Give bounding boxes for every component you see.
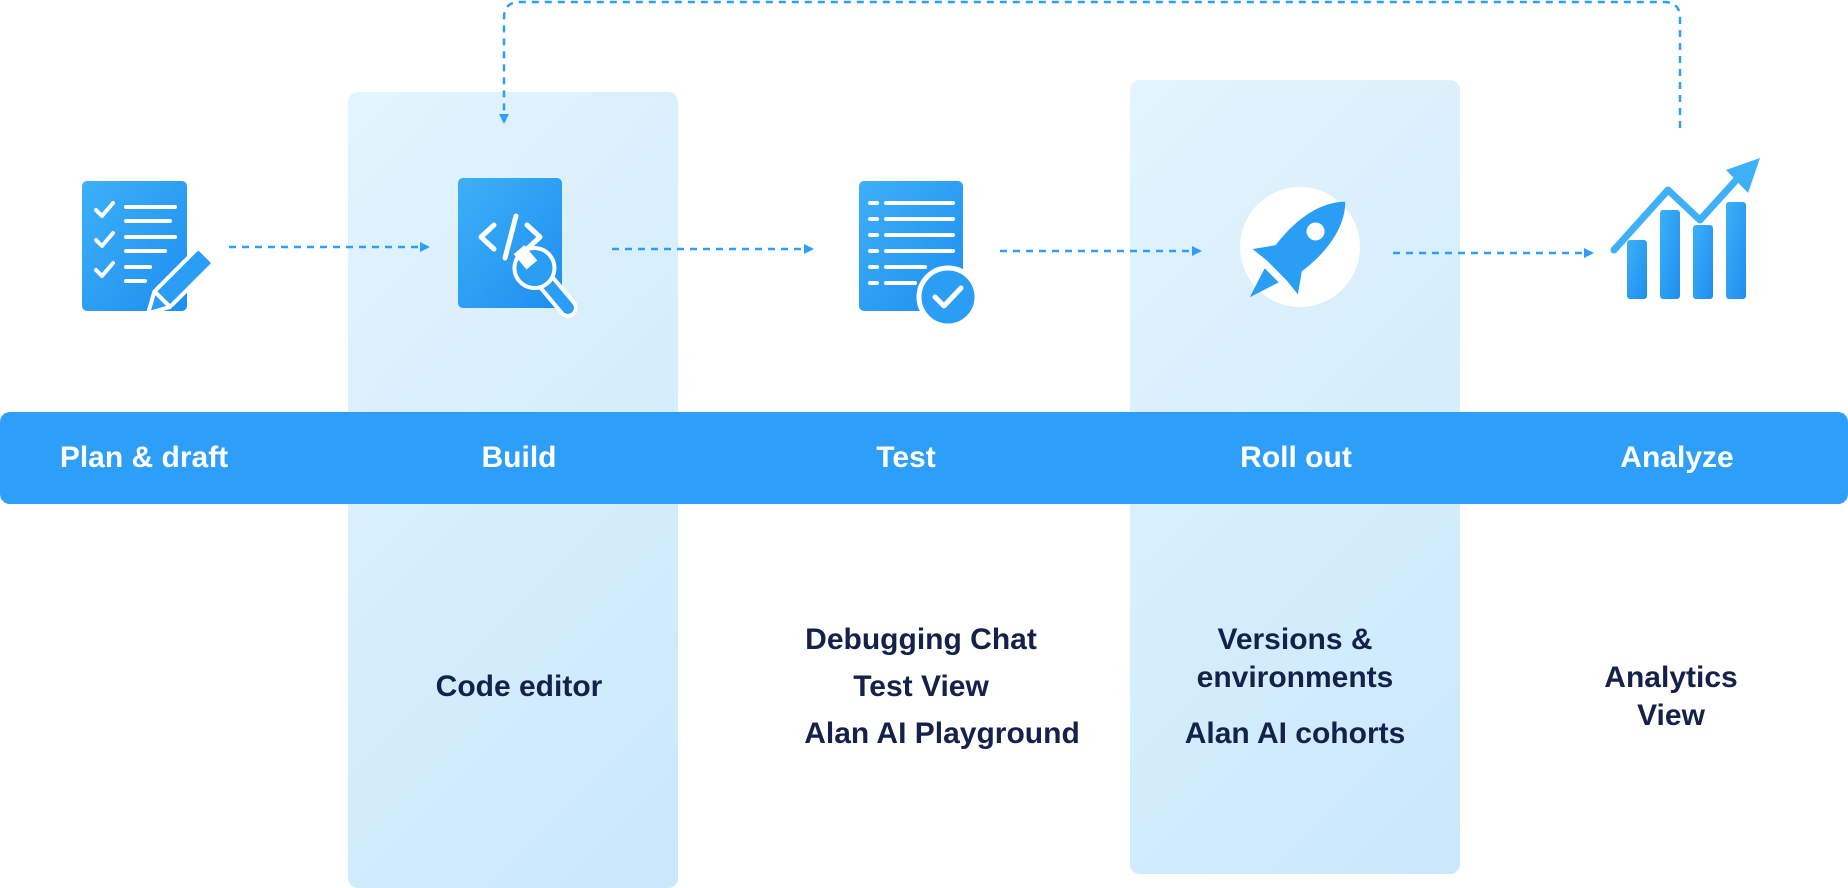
tool-alan-ai-playground: Alan AI Playground (804, 717, 1080, 750)
tool-debugging-chat: Debugging Chat (805, 623, 1037, 656)
tool-analytics-line-1: Analytics (1604, 661, 1738, 694)
stage-label-plan-draft: Plan & draft (59, 441, 229, 474)
tool-versions-line-2: environments (1196, 661, 1394, 694)
stage-label-test: Test (876, 441, 936, 474)
stage-label-build: Build (481, 441, 557, 474)
tool-test-view: Test View (853, 670, 989, 703)
tool-code-editor: Code editor (435, 670, 603, 703)
tool-analytics-line-2: View (1637, 699, 1705, 732)
document-check-icon (859, 181, 980, 329)
stage-label-roll-out: Roll out (1240, 441, 1352, 474)
rocket-icon (1240, 187, 1360, 307)
stage-band (0, 412, 1848, 504)
tool-versions-line-1: Versions & (1217, 623, 1373, 656)
checklist-pencil-icon (82, 181, 215, 316)
stage-label-analyze: Analyze (1620, 441, 1734, 474)
feedback-loop-arrow (499, 0, 1682, 128)
code-file-wrench-icon (458, 178, 578, 318)
tool-alan-ai-cohorts: Alan AI cohorts (1184, 717, 1406, 750)
bar-chart-trend-icon (1610, 158, 1760, 299)
